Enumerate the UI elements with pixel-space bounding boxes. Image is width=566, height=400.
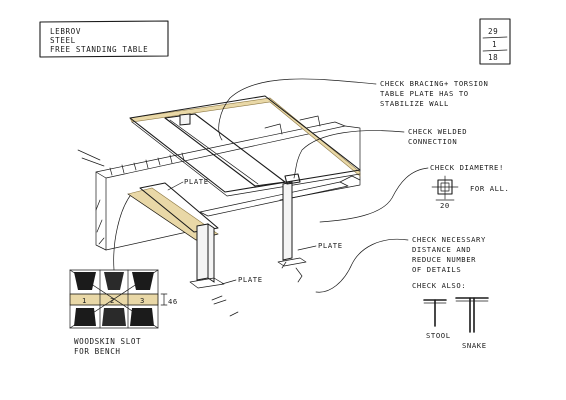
note-distance-line-1: CHECK NECESSARY (412, 235, 486, 244)
note-check-also: CHECK ALSO: STOOL SNAKE (412, 281, 489, 350)
note-welded: CHECK WELDED CONNECTION (293, 127, 467, 179)
note-check-also-text: CHECK ALSO: (412, 281, 466, 290)
date-block: 29 1 18 (479, 18, 511, 65)
woodskin-height-label: 46 (168, 297, 178, 306)
woodskin-caption-line-1: WOODSKIN SLOT (74, 337, 141, 346)
snake-profile-icon (455, 297, 489, 333)
woodskin-slot-3: 3 (140, 296, 145, 305)
woodskin-caption-line-2: FOR BENCH (74, 347, 121, 356)
note-distance-line-4: OF DETAILS (412, 265, 461, 274)
table-isometric-sketch: PLATE PLATE PLATE (77, 95, 361, 317)
note-distance: CHECK NECESSARY DISTANCE AND REDUCE NUMB… (315, 235, 486, 293)
snake-label: SNAKE (462, 341, 487, 350)
note-bracing: CHECK BRACING+ TORSION TABLE PLATE HAS T… (218, 78, 488, 141)
note-welded-line-1: CHECK WELDED (408, 127, 467, 136)
title-line-3: FREE STANDING TABLE (50, 45, 148, 54)
plate-label-right: PLATE (318, 241, 343, 250)
title-block: LEBROV STEEL FREE STANDING TABLE (39, 20, 169, 58)
note-bracing-line-2: TABLE PLATE HAS TO (380, 89, 469, 98)
date-day: 29 (488, 27, 498, 36)
plate-label-bottom: PLATE (238, 275, 263, 284)
woodskin-slot-2: 2 (110, 296, 115, 305)
note-bracing-line-3: STABILIZE WALL (380, 99, 449, 108)
plate-label-top: PLATE (184, 177, 209, 186)
title-line-2: STEEL (50, 36, 76, 45)
dimension-label: 20 (440, 201, 450, 210)
title-line-1: LEBROV (50, 27, 81, 36)
date-month: 1 (492, 40, 497, 49)
note-for-all: FOR ALL. (470, 184, 509, 193)
note-diametre: CHECK DIAMETRE! 20 FOR ALL. (319, 163, 509, 223)
woodskin-detail: 1 2 3 46 WOODSKIN SLOT FOR BENCH (69, 195, 178, 356)
square-tube-section-icon (431, 175, 459, 201)
note-diametre-text: CHECK DIAMETRE! (430, 163, 504, 172)
stool-profile-icon (423, 299, 447, 327)
woodskin-slot-1: 1 (82, 296, 87, 305)
note-distance-line-2: DISTANCE AND (412, 245, 471, 254)
date-year: 18 (488, 53, 498, 62)
note-welded-line-2: CONNECTION (408, 137, 457, 146)
note-bracing-line-1: CHECK BRACING+ TORSION (380, 79, 488, 88)
note-distance-line-3: REDUCE NUMBER (412, 255, 476, 264)
stool-label: STOOL (426, 331, 451, 340)
